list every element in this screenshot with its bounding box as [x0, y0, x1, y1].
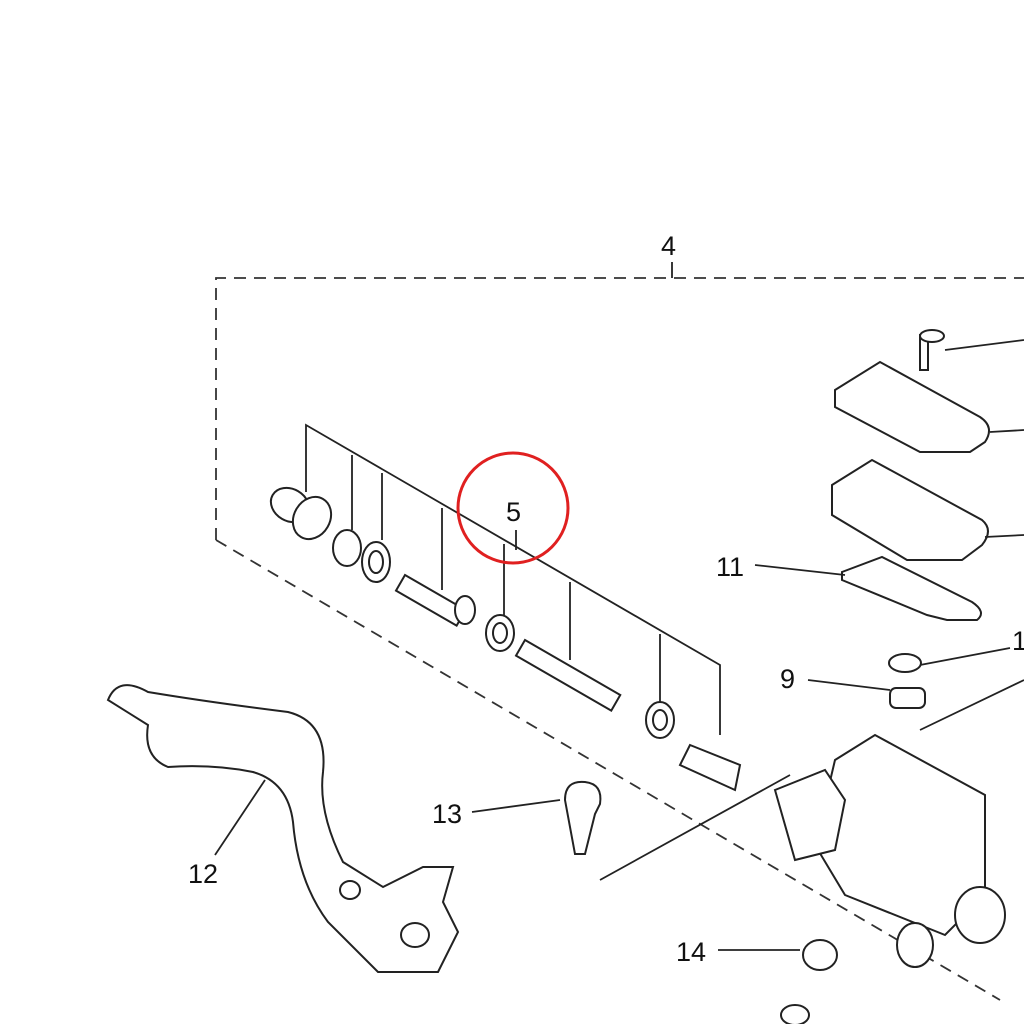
highlight-circle: [456, 451, 570, 565]
assembly-4-outline: [215, 262, 1024, 1001]
callout-12: 12: [188, 859, 218, 889]
callout-13: 13: [432, 799, 462, 829]
leader-lines: [214, 339, 1024, 951]
piston-kit-leader: [305, 423, 721, 735]
brake-lever: [106, 684, 460, 973]
callout-1-partial: 1: [1012, 626, 1024, 656]
piston-parts: [269, 486, 742, 792]
reservoir-parts: [563, 329, 1006, 1024]
callout-5: 5: [506, 497, 521, 527]
callout-14: 14: [676, 937, 706, 967]
callout-11: 11: [716, 552, 744, 582]
callout-9: 9: [780, 664, 795, 694]
callout-4: 4: [661, 231, 676, 261]
